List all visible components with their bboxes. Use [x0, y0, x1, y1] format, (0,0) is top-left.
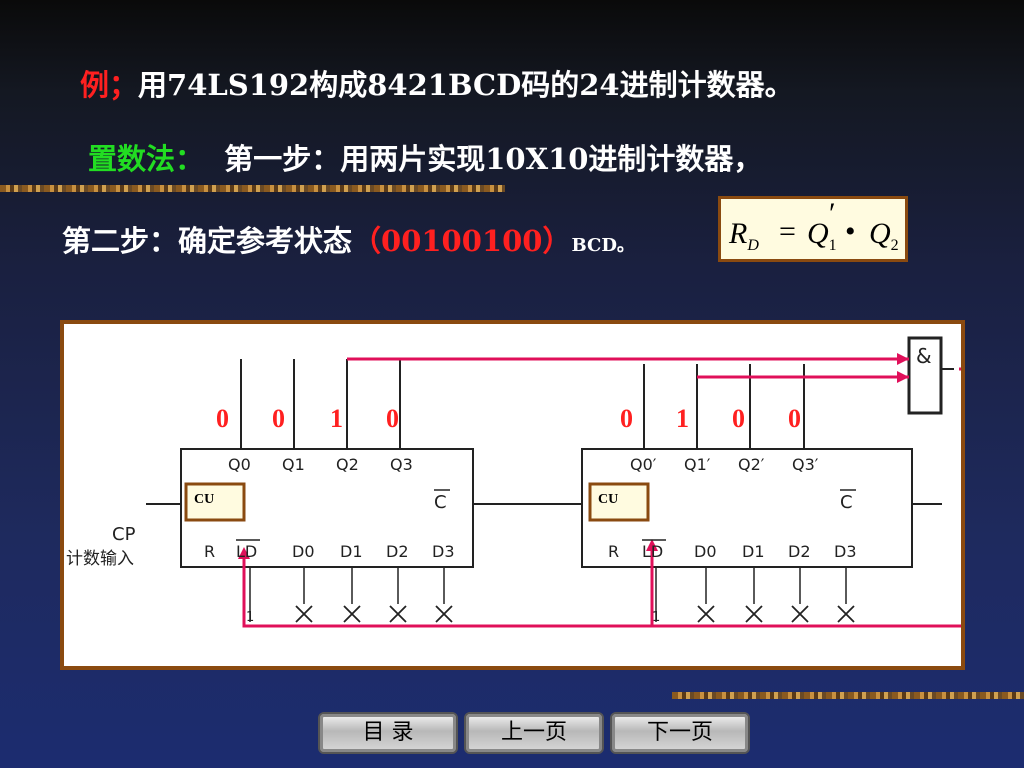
chip2-value-q0: 0: [620, 404, 633, 433]
chip2-pin-d0: D0: [694, 542, 717, 561]
chip1-pin-q1: Q1: [282, 455, 305, 474]
chip1-pin-q0: Q0: [228, 455, 251, 474]
chip1-value-q3: 0: [386, 404, 399, 433]
circuit-diagram: [146, 336, 961, 628]
chip1-cu-label: CU: [194, 492, 215, 507]
formula-q2: Q2: [869, 217, 899, 254]
chip2-bottom-mark: 1: [652, 610, 661, 625]
chip2-body: [581, 448, 913, 568]
chip1-pin-d3: D3: [432, 542, 455, 561]
decorative-rule-bottom: [672, 692, 1024, 699]
feedback-wires: [242, 357, 961, 628]
and-gate-symbol: &: [916, 344, 932, 368]
arrow-ld1: [238, 547, 250, 559]
chip2-value-q1: 1: [676, 404, 689, 433]
cp-sublabel: 计数输入: [66, 549, 134, 569]
chip2-value-q2: 0: [732, 404, 745, 433]
chip1-carry-label: C: [434, 492, 447, 513]
circuit-panel: 0 0 1 0 0 1 0 0 Q0 Q1 Q2 Q3 C CU R LD D0…: [60, 320, 965, 670]
formula-q1: Q1: [807, 217, 837, 254]
step1-text: 第一步：用两片实现10X10进制计数器，: [224, 142, 763, 176]
bcd-suffix: BCD。: [571, 235, 635, 256]
chip1-pin-r: R: [204, 542, 216, 561]
formula-box: RD = Q1 ′ • Q2: [718, 196, 908, 262]
chip1-pin-d2: D2: [386, 542, 409, 561]
chip2-carry-label: C: [840, 492, 853, 513]
chip1-pin-d0: D0: [292, 542, 315, 561]
arrow-and-in2: [897, 371, 909, 383]
chip2-pin-d2: D2: [788, 542, 811, 561]
step2-line: 第二步：确定参考状态（00100100）BCD。: [62, 218, 635, 260]
chip1-pin-q2: Q2: [336, 455, 359, 474]
next-page-button[interactable]: 下一页: [610, 712, 750, 754]
title-text: 用74LS192构成8421BCD码的24进制计数器。: [138, 68, 794, 102]
cp-label: CP: [112, 524, 136, 545]
chip2-cu-label: CU: [598, 492, 619, 507]
formula-dot: •: [845, 215, 856, 248]
title-line: 例；用74LS192构成8421BCD码的24进制计数器。: [80, 62, 794, 104]
chip2-pin-q3: Q3′: [792, 455, 819, 474]
chip2-value-q3: 0: [788, 404, 801, 433]
formula-equals: =: [779, 215, 796, 248]
chip1-cu-box: [184, 482, 246, 522]
decorative-rule-top: [0, 185, 505, 192]
example-prefix: 例；: [80, 68, 139, 102]
chip1-pin-ld: LD: [236, 542, 258, 561]
formula-rd: RD: [729, 217, 759, 254]
chip1-pin-q3: Q3: [390, 455, 413, 474]
chip1-body: [180, 448, 474, 568]
chip1-value-q2: 1: [330, 404, 343, 433]
chip2-pin-q2: Q2′: [738, 455, 765, 474]
step1-line: 置数法： 第一步：用两片实现10X10进制计数器，: [88, 136, 762, 178]
input-stubs: [249, 567, 847, 622]
formula-prime: ′: [829, 197, 836, 230]
unused-input-marks: [295, 605, 855, 623]
chip2-pin-q0: Q0′: [630, 455, 657, 474]
reference-state: （00100100）: [352, 224, 572, 258]
arrow-and-in1: [897, 353, 909, 365]
prev-page-button[interactable]: 上一页: [464, 712, 604, 754]
arrow-ld2: [646, 539, 658, 551]
chip1-pin-d1: D1: [340, 542, 363, 561]
chip1-value-q1: 0: [272, 404, 285, 433]
chip1-value-q0: 0: [216, 404, 229, 433]
chip2-pin-q1: Q1′: [684, 455, 711, 474]
chip2-pin-r: R: [608, 542, 620, 561]
wire-and-to-ld: [242, 367, 961, 628]
chip2-cu-box: [588, 482, 650, 522]
chip1-bottom-mark: 1: [246, 610, 255, 625]
step2-text: 第二步：确定参考状态: [62, 224, 353, 258]
wire-arrows: [238, 353, 909, 559]
chip2-pin-ld: LD: [642, 542, 664, 561]
method-label: 置数法：: [88, 142, 205, 176]
chip2-pin-d1: D1: [742, 542, 765, 561]
chip2-pin-d3: D3: [834, 542, 857, 561]
toc-button[interactable]: 目 录: [318, 712, 458, 754]
